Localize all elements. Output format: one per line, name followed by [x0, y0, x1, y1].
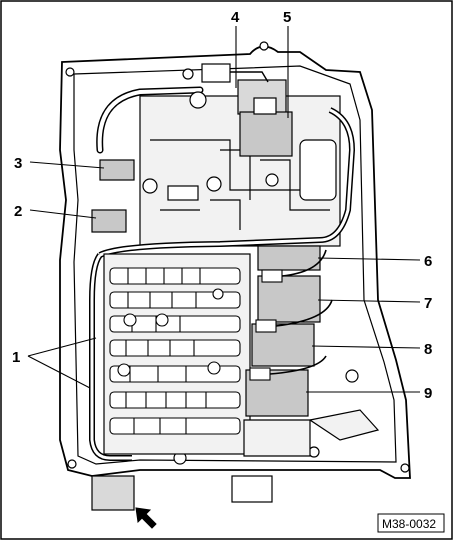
- bottom-tab-left: [91, 475, 135, 511]
- callout-7: 7: [424, 295, 432, 312]
- callout-1: 1: [12, 349, 20, 366]
- callout-2: 2: [14, 203, 22, 220]
- bottom-tab-right: [231, 475, 273, 503]
- top-plug: [201, 63, 231, 83]
- callout-6: 6: [424, 253, 432, 270]
- callout-5: 5: [283, 9, 291, 26]
- top-solenoid-5: [239, 111, 293, 157]
- upper-channels: [142, 91, 337, 273]
- callout-9: 9: [424, 385, 432, 402]
- plate-bolts: [117, 288, 224, 377]
- solenoid-wires: [269, 249, 333, 375]
- figure-ref: M38-0032: [382, 517, 436, 531]
- callout-4: 4: [231, 9, 240, 26]
- callout-3: 3: [14, 155, 22, 172]
- sensor-2: [91, 209, 127, 233]
- callout-8: 8: [424, 341, 432, 358]
- housing-bolts: [65, 41, 410, 473]
- solenoid-connectors: [249, 269, 283, 381]
- solenoid-valve-7: [257, 275, 321, 323]
- sensor-connector: [167, 185, 199, 201]
- arrow-icon: [135, 507, 157, 529]
- spool-valves: [109, 267, 241, 435]
- lower-right-detail: [243, 409, 380, 457]
- housing-inner-rim: [73, 65, 397, 465]
- sensor-3: [99, 159, 135, 181]
- solenoid-valve-6: [257, 245, 321, 271]
- top-connector: [253, 97, 277, 115]
- leader-lines: [27, 26, 421, 393]
- figure-ref-box: [377, 513, 445, 533]
